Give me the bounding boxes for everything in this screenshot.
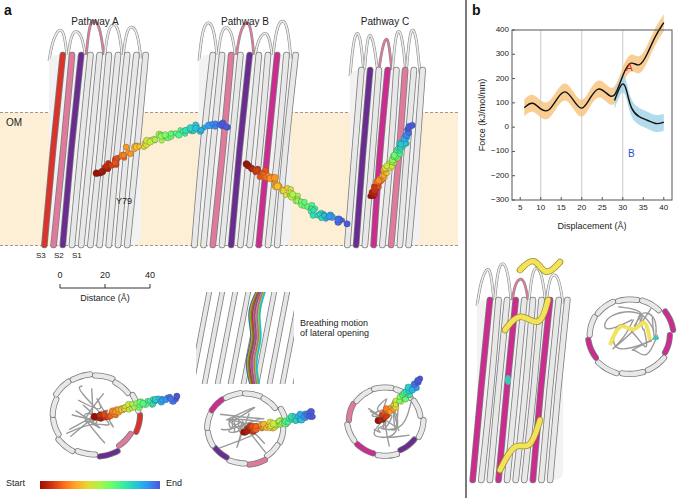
axis-tick: 20 [577,203,586,212]
axis-tick: 400 [496,25,509,34]
top-view-b [207,393,286,464]
axis-tick: 200 [496,74,509,83]
scale-bar [60,284,150,288]
force-chart [512,14,672,200]
pathway-title: Pathway C [361,16,409,28]
panel-letter: b [472,2,481,18]
residue-label: Y79 [116,196,132,206]
panel-divider [465,0,466,498]
beta-barrel-panel-b [473,261,568,480]
scale-end-label: Start [6,478,25,488]
scale-title: Distance (Å) [80,293,130,303]
axis-tick: −100 [491,147,509,156]
strand-label: S3 [36,251,46,260]
breathing-inset [190,288,314,392]
top-trail-a [91,393,180,421]
axis-tick: −200 [491,171,509,180]
pathway-title: Pathway A [71,16,118,28]
axis-tick: 30 [618,203,627,212]
top-trail-b [240,408,315,435]
axis-tick: 10 [536,203,545,212]
pathway-b-trail [243,160,350,227]
pathway-c-trail [368,122,416,199]
strand-label: S1 [72,251,82,260]
scale-tick: 20 [100,270,110,280]
scale-end-label: End [166,478,182,488]
axis-tick: 25 [598,203,607,212]
pathway-a-trail [93,120,231,177]
axis-tick: −300 [491,195,509,204]
scale-tick: 0 [57,270,62,280]
axis-tick: 15 [557,203,566,212]
axis-title: Force (kJ/mol/nm) [477,79,487,152]
series-label: B [628,148,635,160]
strand-label: S2 [54,251,64,260]
axis-tick: 0 [505,123,509,132]
panel-letter: a [4,2,12,18]
axis-tick: 100 [496,98,509,107]
scale-tick: 40 [145,270,155,280]
axis-tick: 5 [518,203,522,212]
color-scale-bar [40,481,160,489]
top-view-panel-b [588,299,673,373]
pathway-title: Pathway B [221,16,269,28]
axis-tick: 300 [496,50,509,59]
top-view-c [347,387,423,455]
series-label: A [626,62,633,74]
beta-barrel-c [347,30,422,245]
top-trail-c [375,376,423,424]
top-view-a [53,374,140,456]
axis-tick: 35 [639,203,648,212]
beta-barrel-b [194,21,295,245]
axis-tick: 40 [659,203,668,212]
beta-barrel-a [44,21,145,245]
inset-note: Breathing motion of lateral opening [300,318,378,339]
axis-title: Displacement (Å) [557,221,626,231]
